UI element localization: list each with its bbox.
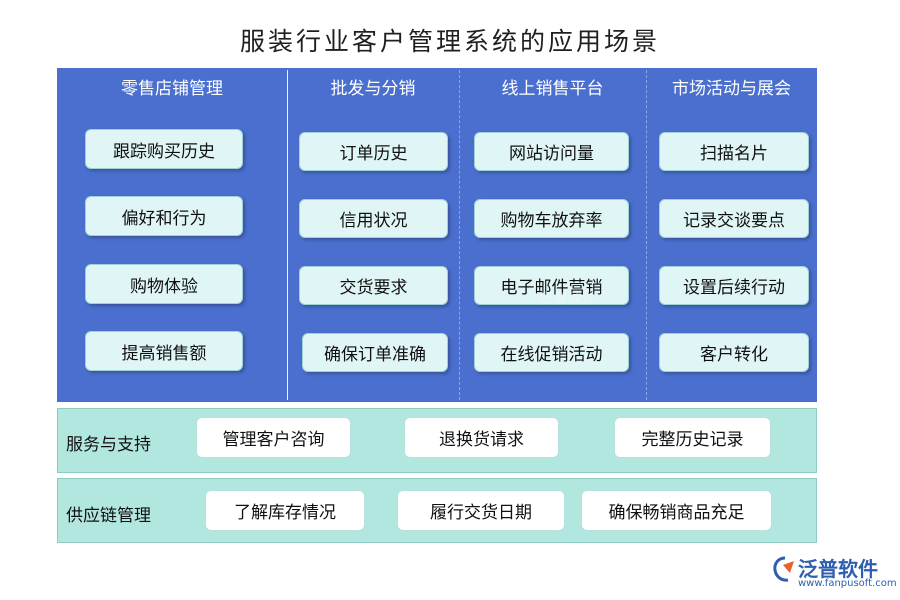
retail-item: 购物体验: [85, 264, 243, 304]
service-label: 服务与支持: [66, 435, 151, 455]
column-divider: [287, 70, 288, 400]
column-heading-events: 市场活动与展会: [672, 79, 791, 99]
retail-item: 跟踪购买历史: [85, 129, 243, 169]
events-item: 扫描名片: [659, 132, 809, 171]
wholesale-item: 交货要求: [299, 266, 448, 305]
column-heading-wholesale: 批发与分销: [330, 79, 416, 99]
retail-item: 提高销售额: [85, 331, 243, 371]
column-divider: [459, 70, 460, 400]
online-item: 购物车放弃率: [474, 199, 629, 238]
supply-item: 确保畅销商品充足: [581, 490, 772, 531]
events-item: 客户转化: [659, 333, 809, 372]
wholesale-item: 信用状况: [299, 199, 448, 238]
wholesale-item: 确保订单准确: [302, 333, 448, 372]
supply-item: 了解库存情况: [205, 490, 365, 531]
wholesale-item: 订单历史: [299, 132, 448, 171]
brand-logo: [770, 551, 895, 595]
logo-name: 泛普软件: [798, 557, 878, 581]
column-divider: [646, 70, 647, 400]
watermark-text: 泛普软件: [540, 291, 596, 307]
column-heading-retail: 零售店铺管理: [121, 79, 223, 99]
events-item: 设置后续行动: [659, 266, 809, 305]
logo-url: www.fanpusoft.com: [798, 578, 897, 589]
supply-label: 供应链管理: [66, 506, 151, 526]
logo-mark-icon: [773, 556, 794, 582]
service-item: 管理客户咨询: [196, 417, 351, 458]
online-item: 在线促销活动: [474, 333, 629, 372]
online-item: 电子邮件营销: [474, 266, 629, 305]
page-title: 服装行业客户管理系统的应用场景: [239, 27, 660, 56]
retail-item: 偏好和行为: [85, 196, 243, 236]
column-heading-online: 线上销售平台: [501, 79, 604, 99]
supply-item: 履行交货日期: [397, 490, 565, 531]
service-item: 退换货请求: [404, 417, 559, 458]
online-item: 网站访问量: [474, 132, 629, 171]
service-item: 完整历史记录: [614, 417, 771, 458]
events-item: 记录交谈要点: [659, 199, 809, 238]
